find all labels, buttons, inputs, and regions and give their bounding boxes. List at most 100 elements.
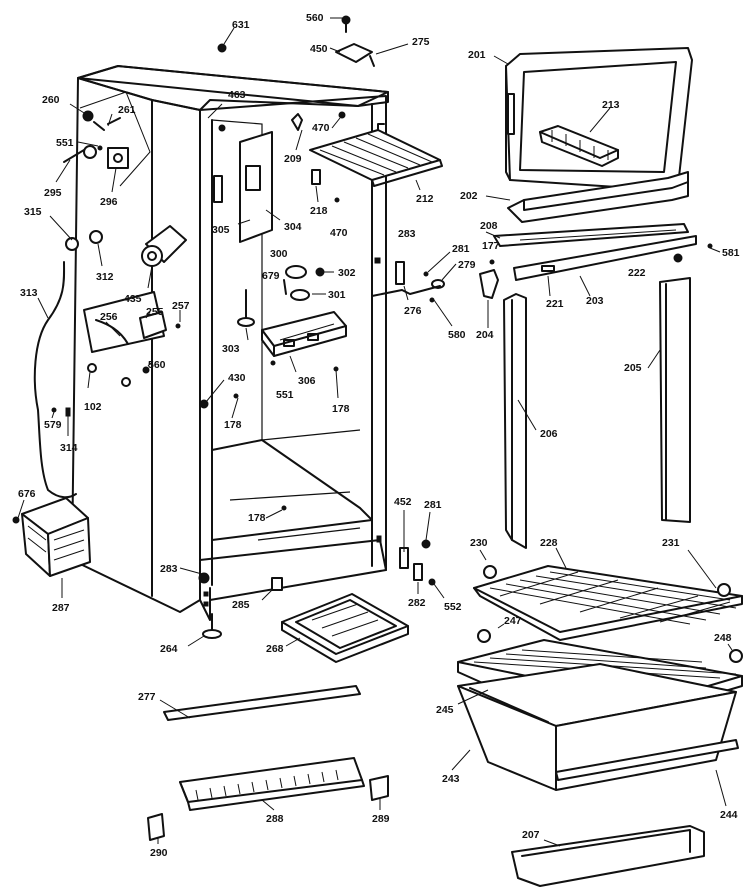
part-label-302: 302 (338, 267, 356, 279)
part-label-257: 257 (172, 300, 190, 312)
part-label-303: 303 (222, 343, 240, 355)
part-number-labels: 631 560 275 450 201 213 202 208 177 581 … (18, 12, 740, 859)
part-label-281: 281 (452, 243, 470, 255)
part-label-581: 581 (722, 247, 740, 259)
part-label-289: 289 (372, 813, 390, 825)
grille-clip-289 (369, 775, 389, 801)
part-label-288: 288 (266, 813, 284, 825)
part-label-552: 552 (444, 601, 462, 613)
grille-clip-290 (147, 813, 165, 841)
part-label-305: 305 (212, 224, 230, 236)
part-label-300: 300 (270, 248, 288, 260)
screw-222 (673, 253, 683, 263)
crisper-cover-306 (261, 311, 347, 357)
door-gasket-206 (503, 293, 527, 549)
part-label-314: 314 (60, 442, 78, 454)
leader-lines (17, 17, 733, 847)
part-label-222: 222 (628, 267, 646, 279)
part-label-243: 243 (442, 773, 460, 785)
part-label-306: 306 (298, 375, 316, 387)
part-label-580: 580 (448, 329, 466, 341)
part-label-470: 470 (312, 122, 330, 134)
part-label-203: 203 (586, 295, 604, 307)
part-label-221: 221 (546, 298, 564, 310)
part-label-261: 261 (118, 104, 136, 116)
part-label-276: 276 (404, 305, 422, 317)
part-label-283: 283 (398, 228, 416, 240)
part-label-679: 679 (262, 270, 280, 282)
clip-247 (477, 629, 491, 643)
part-label-295: 295 (44, 187, 62, 199)
crisper-drawer-243 (457, 663, 737, 791)
compressor-cover-287 (21, 497, 91, 577)
part-label-212: 212 (416, 193, 434, 205)
part-label-290: 290 (150, 847, 168, 859)
part-label-260: 260 (42, 94, 60, 106)
part-label-287: 287 (52, 602, 70, 614)
drip-tray-268 (281, 593, 409, 663)
part-label-268: 268 (266, 643, 284, 655)
trim-strip-208 (493, 223, 689, 247)
part-label-296: 296 (100, 196, 118, 208)
clip-231 (717, 583, 731, 597)
part-label-301: 301 (328, 289, 346, 301)
door-side-panel-205 (659, 277, 691, 523)
refrigerator-cabinet (71, 65, 389, 621)
part-label-435: 435 (124, 293, 142, 305)
part-label-312: 312 (96, 271, 114, 283)
part-label-463: 463 (228, 89, 246, 101)
drawer-cover-strip-244 (555, 739, 739, 781)
part-label-551: 551 (276, 389, 294, 401)
left-side-parts (12, 91, 187, 577)
part-label-470: 470 (330, 227, 348, 239)
part-label-313: 313 (20, 287, 38, 299)
clip-230 (483, 565, 497, 579)
part-label-676: 676 (18, 488, 36, 500)
base-grille-288 (179, 757, 365, 811)
part-label-430: 430 (228, 372, 246, 384)
part-label-560: 560 (306, 12, 324, 24)
part-label-450: 450 (310, 43, 328, 55)
lamp-socket-435 (141, 225, 187, 267)
part-label-230: 230 (470, 537, 488, 549)
part-label-209: 209 (284, 153, 302, 165)
part-label-551: 551 (56, 137, 74, 149)
ice-tray-213 (539, 125, 619, 167)
part-label-452: 452 (394, 496, 412, 508)
part-label-248: 248 (714, 632, 732, 644)
part-label-228: 228 (540, 537, 558, 549)
part-label-178: 178 (332, 403, 350, 415)
part-label-315: 315 (24, 206, 42, 218)
part-label-205: 205 (624, 362, 642, 374)
hinge-pin-177-204 (479, 259, 499, 299)
part-label-178: 178 (224, 419, 242, 431)
part-label-102: 102 (84, 401, 102, 413)
part-label-560: 560 (148, 359, 166, 371)
part-label-201: 201 (468, 49, 486, 61)
freezer-door-liner-201 (505, 47, 693, 191)
part-label-282: 282 (408, 597, 426, 609)
part-label-245: 245 (436, 704, 454, 716)
freezer-shelf-212 (309, 123, 443, 187)
part-label-256: 256 (100, 311, 118, 323)
part-label-283: 283 (160, 563, 178, 575)
part-label-204: 204 (476, 329, 494, 341)
part-label-275: 275 (412, 36, 430, 48)
part-label-279: 279 (458, 259, 476, 271)
bottom-trim-207 (511, 825, 705, 887)
kick-rail-277 (163, 685, 361, 721)
part-label-264: 264 (160, 643, 178, 655)
part-label-178: 178 (248, 512, 266, 524)
part-label-213: 213 (602, 99, 620, 111)
freezer-parts (199, 111, 443, 511)
part-label-208: 208 (480, 220, 498, 232)
door-bottom-channel-202 (507, 171, 689, 223)
part-label-202: 202 (460, 190, 478, 202)
part-label-177: 177 (482, 240, 500, 252)
part-label-247: 247 (504, 615, 522, 627)
clip-248 (729, 649, 743, 663)
part-label-631: 631 (232, 19, 250, 31)
part-label-207: 207 (522, 829, 540, 841)
part-label-255: 255 (146, 306, 164, 318)
screw-581 (707, 243, 713, 249)
